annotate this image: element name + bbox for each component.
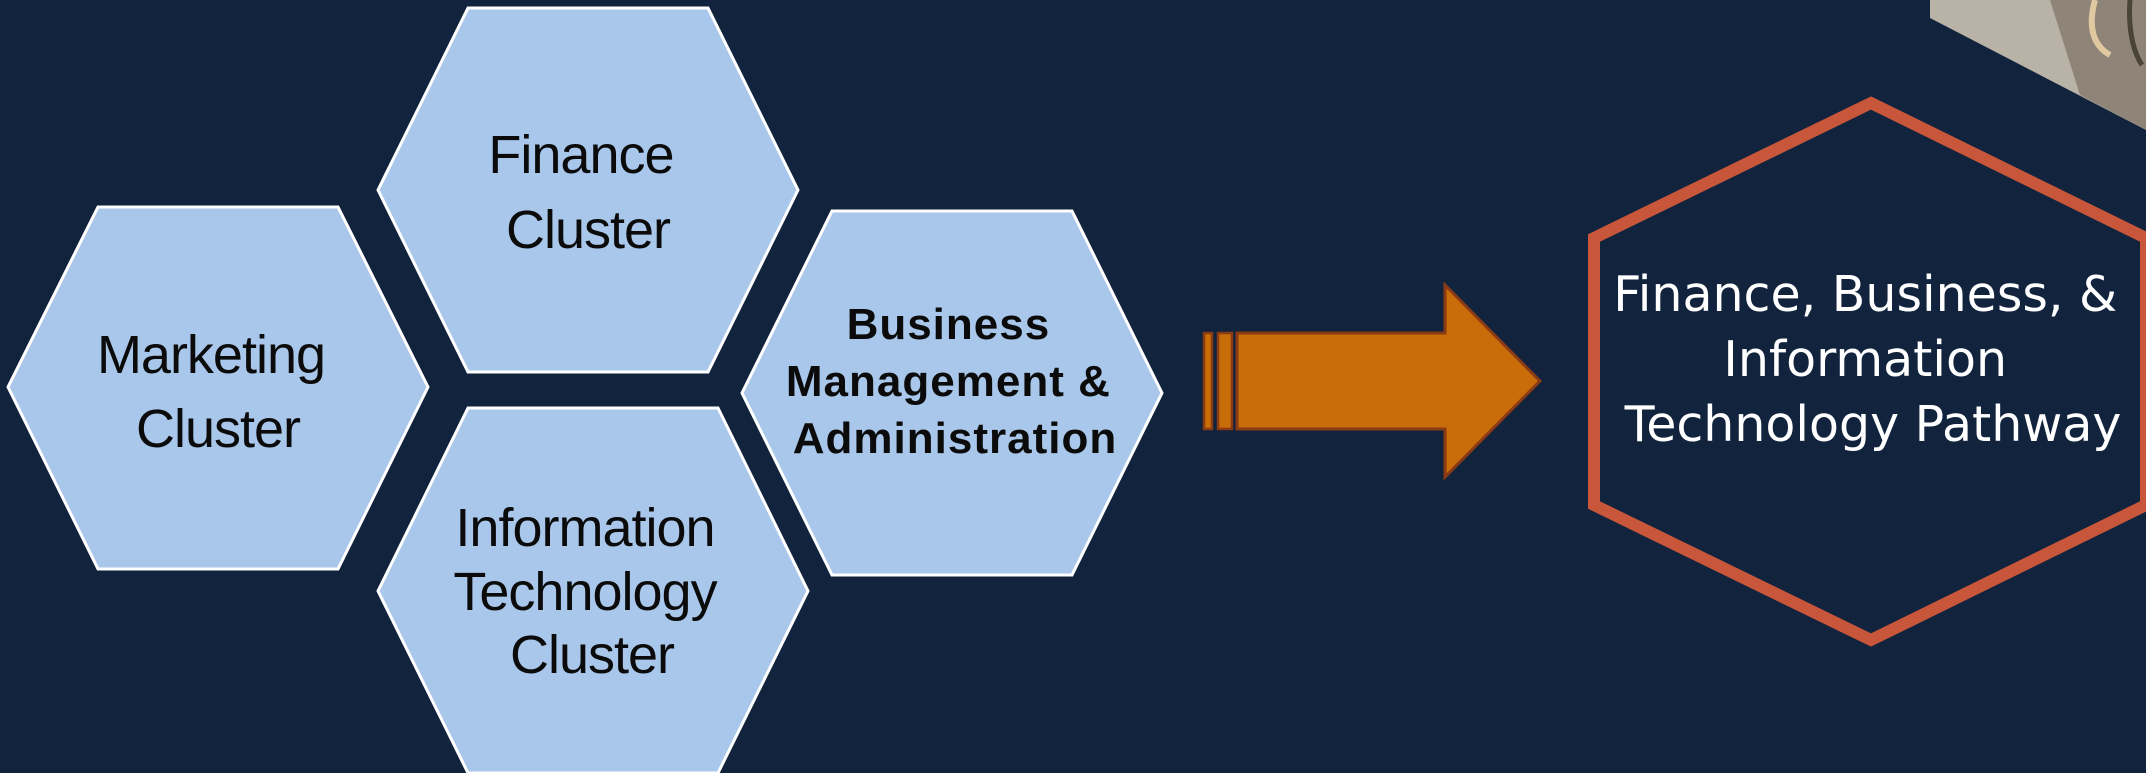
hex-pathway-outline: Finance, Business, & Information Technol… bbox=[1588, 96, 2146, 647]
pathway-line-1: Finance, Business, & bbox=[1613, 266, 2117, 323]
business-line-1: Business bbox=[847, 300, 1051, 349]
finance-cluster-line-2: Cluster bbox=[506, 200, 671, 260]
marketing-cluster-line-2: Cluster bbox=[136, 399, 301, 459]
hex-finance-cluster: Finance Cluster bbox=[376, 6, 800, 374]
pathway-line-2: Information bbox=[1723, 331, 2007, 388]
business-line-2: Management & bbox=[786, 357, 1111, 406]
svg-text:Business Management &: Business Management & Administration bbox=[786, 300, 1124, 463]
business-line-3: Administration bbox=[793, 414, 1117, 463]
hex-information-technology-cluster: Information Technology Cluster bbox=[376, 406, 810, 773]
it-cluster-line-2: Technology bbox=[453, 562, 717, 622]
svg-text:Finance Cluster: Finance Cluster bbox=[488, 125, 687, 260]
hex-business-management-administration: Business Management & Administration bbox=[740, 209, 1164, 577]
it-cluster-line-1: Information bbox=[455, 498, 714, 558]
finance-cluster-line-1: Finance bbox=[488, 125, 673, 185]
svg-text:Information Technology: Information Technology Cluster bbox=[453, 498, 730, 685]
corner-photo-fragment bbox=[1930, 0, 2146, 130]
pathway-line-3: Technology Pathway bbox=[1624, 396, 2122, 453]
hex-marketing-cluster: Marketing Cluster bbox=[6, 205, 430, 571]
svg-text:Finance, Business, & I: Finance, Business, & Information Technol… bbox=[1613, 266, 2133, 453]
striped-arrow bbox=[1202, 281, 1543, 481]
marketing-cluster-line-1: Marketing bbox=[97, 325, 325, 385]
it-cluster-line-3: Cluster bbox=[510, 625, 675, 685]
svg-text:Marketing Cluster: Marketing Cluster bbox=[97, 325, 339, 459]
